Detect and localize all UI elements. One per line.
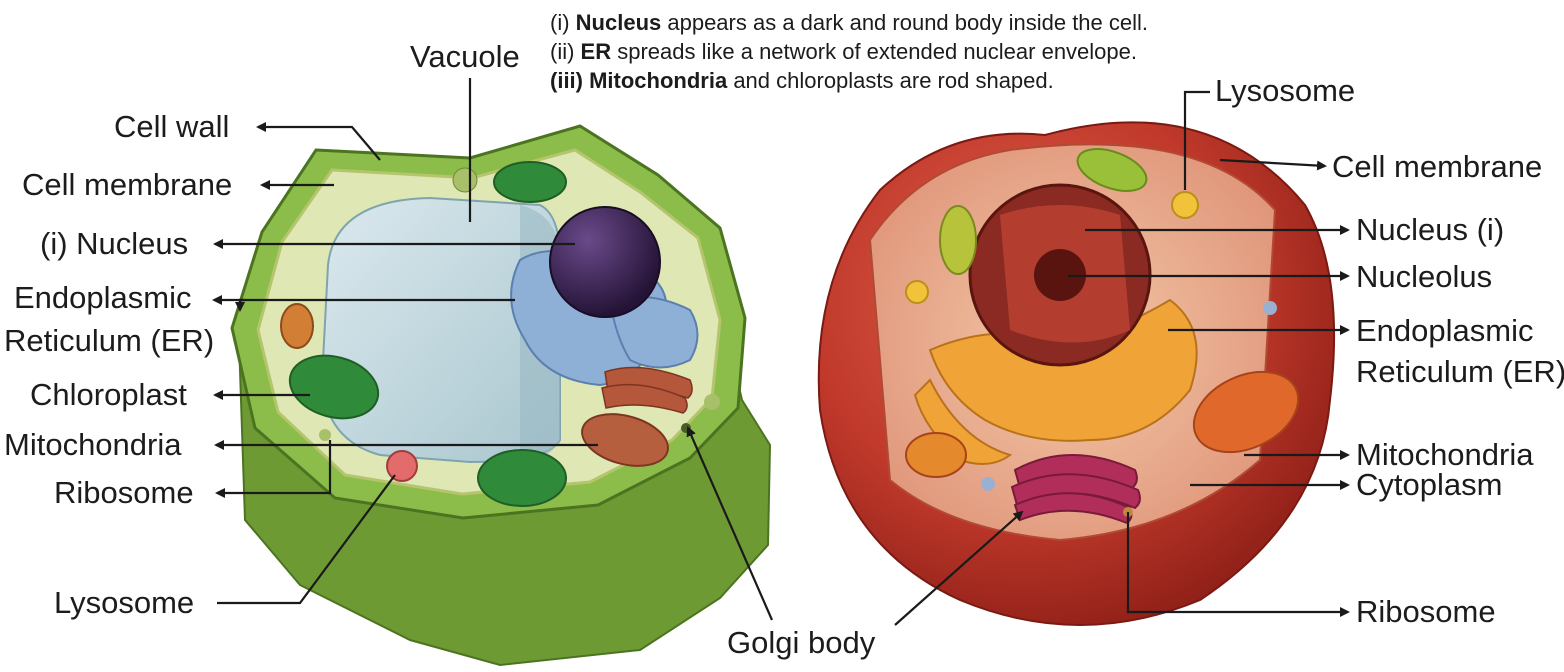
animal-nucleolus [1034, 249, 1086, 301]
leader-cell-wall [256, 122, 381, 161]
note-line-2: (ii) ER spreads like a network of extend… [550, 39, 1137, 64]
note-line-3: (iii) Mitochondria and chloroplasts are … [550, 68, 1054, 93]
animal-mitochondrion [1192, 370, 1300, 454]
label-lysosome: Lysosome [54, 585, 195, 620]
label-ribosome: Ribosome [54, 475, 194, 510]
label-chloroplast: Chloroplast [30, 377, 187, 412]
label-animal-ribosome: Ribosome [1356, 594, 1496, 629]
notes-block: (i) Nucleus appears as a dark and round … [550, 8, 1148, 95]
plant-chloroplasts [288, 161, 567, 507]
plant-lysosome [386, 450, 418, 482]
plant-mitochondrion-small [280, 303, 314, 349]
leader-ribosome-animal [1126, 512, 1350, 617]
label-animal-nucleolus: Nucleolus [1356, 259, 1493, 294]
label-nucleus: (i) Nucleus [40, 226, 189, 261]
plant-vesicle-2 [704, 394, 720, 410]
animal-leader-lines [894, 90, 1350, 626]
animal-mitochondrion-2 [905, 432, 967, 478]
animal-golgi [1010, 454, 1141, 525]
label-vacuole: Vacuole [410, 39, 520, 74]
plant-ribosome [319, 429, 331, 441]
label-cell-wall: Cell wall [114, 109, 230, 144]
label-animal-lysosome: Lysosome [1215, 73, 1356, 108]
label-animal-nucleus: Nucleus (i) [1356, 212, 1505, 247]
animal-vesicle [1263, 301, 1277, 315]
label-er-line1: Endoplasmic [14, 280, 192, 315]
label-animal-er-line2: Reticulum (ER) [1356, 354, 1564, 389]
leader-golgi [686, 426, 774, 621]
leader-ribosome [215, 440, 332, 498]
animal-lysosome [1171, 191, 1199, 219]
plant-vesicle [452, 167, 478, 193]
animal-lysosome-2 [905, 280, 929, 304]
animal-mitochondrion-3 [939, 205, 977, 275]
animal-vesicle-2 [981, 477, 995, 491]
plant-mitochondrion [581, 413, 669, 467]
label-animal-cell-membrane: Cell membrane [1332, 149, 1543, 184]
animal-mitochondrion-4 [1076, 148, 1148, 192]
leader-cell-membrane-animal [1219, 158, 1327, 171]
note-line-1: (i) Nucleus appears as a dark and round … [550, 10, 1149, 35]
plant-cell-illustration [230, 124, 772, 667]
label-golgi-body: Golgi body [727, 625, 876, 660]
leader-lysosome-animal [1183, 90, 1210, 190]
label-animal-cytoplasm: Cytoplasm [1356, 467, 1503, 502]
label-mitochondria: Mitochondria [4, 427, 182, 462]
label-cell-membrane: Cell membrane [22, 167, 233, 202]
animal-cell-illustration [817, 121, 1336, 626]
label-animal-mitochondria: Mitochondria [1356, 437, 1534, 472]
label-er-line2: Reticulum (ER) [4, 323, 215, 358]
plant-golgi [601, 366, 693, 414]
label-animal-er-line1: Endoplasmic [1356, 313, 1534, 348]
leader-golgi-animal [894, 510, 1024, 626]
leader-lysosome [217, 474, 396, 605]
plant-leader-lines [212, 78, 774, 621]
plant-nucleus [549, 206, 661, 318]
